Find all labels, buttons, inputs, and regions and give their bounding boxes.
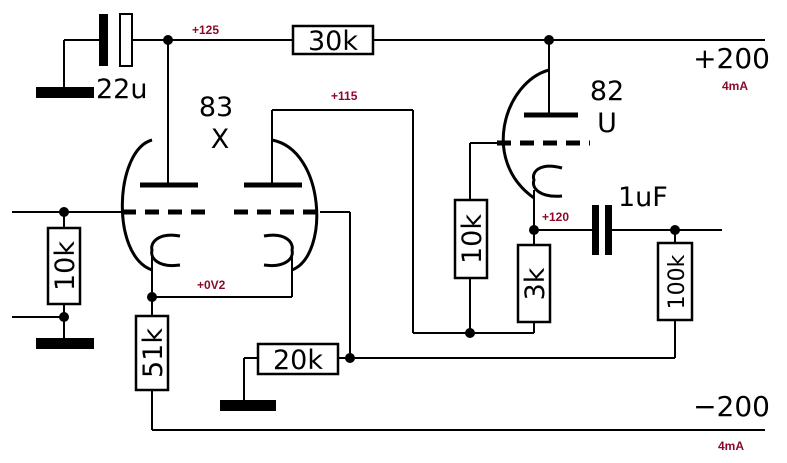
rail-positive-label: +200 [693, 42, 770, 75]
tube-82u-type: 82 [590, 76, 624, 107]
label-22u: 22u [96, 74, 147, 105]
tube-83x-type: 83 [199, 92, 233, 123]
ground-symbol-cap [36, 87, 94, 98]
rail-positive-current: 4mA [722, 79, 748, 93]
voltage-115: +115 [331, 89, 358, 103]
wires [12, 39, 765, 431]
resistor-3k [516, 243, 552, 324]
label-10k-grid: 10k [50, 241, 81, 291]
ground-symbol-20k [220, 400, 276, 411]
label-30k: 30k [308, 26, 358, 57]
voltage-125: +125 [192, 23, 219, 37]
resistor-20k [256, 342, 340, 376]
label-1uf: 1uF [618, 182, 668, 213]
label-51k: 51k [138, 328, 169, 378]
tube-83x [120, 138, 320, 272]
tube-83x-designator: X [211, 124, 230, 155]
rail-negative-current: 4mA [718, 439, 744, 453]
label-20k: 20k [273, 345, 323, 376]
resistor-51k [134, 314, 170, 392]
capacitor-1uf [592, 205, 612, 255]
resistor-10k-grid [46, 226, 82, 306]
tube-82u [497, 68, 590, 200]
voltage-0v2: +0V2 [197, 278, 226, 292]
resistor-100k [656, 241, 694, 322]
label-3k: 3k [520, 267, 551, 300]
junction-dots [59, 35, 680, 363]
resistor-10k-plate [453, 198, 489, 280]
ground-symbol-input [36, 338, 94, 349]
label-100k: 100k [665, 254, 690, 309]
voltage-120: +120 [542, 210, 569, 224]
tube-82u-designator: U [597, 108, 617, 139]
capacitor-22u [99, 13, 133, 67]
label-10k-plate: 10k [457, 214, 488, 264]
rail-negative-label: −200 [693, 390, 770, 423]
resistor-30k [291, 24, 375, 56]
